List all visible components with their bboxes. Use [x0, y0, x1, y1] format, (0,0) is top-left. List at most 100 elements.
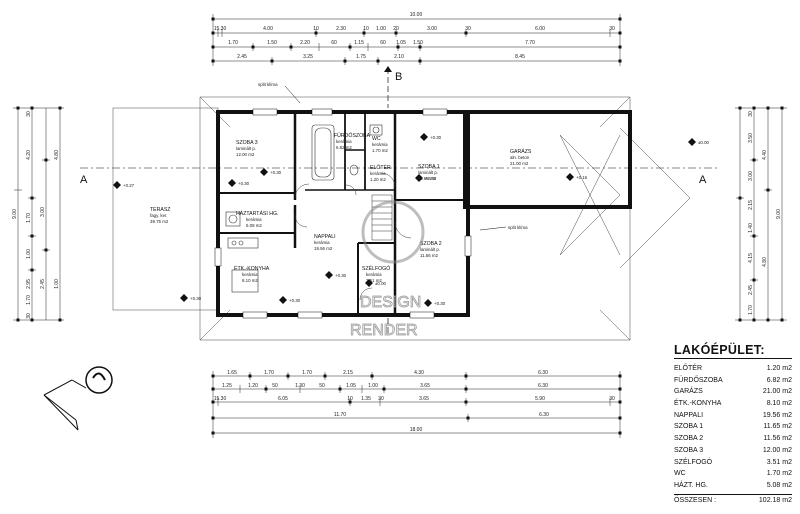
room-szoba-1: SZOBA 1 laminált p. 11.65 m2 — [418, 164, 440, 181]
legend-label: ELŐTÉR — [674, 365, 703, 372]
legend-total-value: 102.18 m2 — [758, 496, 792, 504]
room-name: ELŐTÉR — [370, 164, 391, 171]
stairs — [371, 194, 393, 241]
sink-icon — [369, 124, 383, 136]
dim-label: 2.45 — [748, 285, 754, 295]
room-name: HÁZTARTÁSI HG. — [236, 210, 278, 217]
room-floor: laminált p. — [420, 247, 440, 252]
kitchen-fixtures — [225, 211, 259, 293]
top-dimensions — [212, 14, 621, 66]
dim-label: 3.00 — [40, 207, 46, 217]
room-name: GARÁZS — [510, 148, 532, 155]
dim-label: 1.70 — [302, 370, 312, 376]
legend-value: 11.56 m2 — [763, 435, 792, 443]
room-etk-konyha: ÉTK.-KONYHA kerámia 8.10 m2 — [234, 265, 270, 283]
toilet-icon — [349, 164, 359, 176]
dim-label: 1.30 — [295, 383, 305, 389]
room-floor: kerámia — [372, 142, 388, 147]
level-label: +0.30 — [270, 170, 282, 175]
section-b-label: B — [395, 71, 402, 83]
legend-value: 12.00 m2 — [762, 446, 792, 454]
dim-bottom-row2: 1.25 1.20 50 1.30 50 1.05 1.00 3.65 6.30 — [222, 383, 548, 389]
dim-label: 1.20 — [248, 383, 258, 389]
dim-label: 1.00 — [368, 383, 378, 389]
room-name: SZOBA 1 — [418, 164, 440, 170]
dim-label: 4.80 — [762, 257, 768, 267]
room-floor: kerámia — [314, 240, 330, 245]
level-marker: +0.30 — [415, 174, 437, 182]
level-label: +0.16 — [576, 175, 588, 180]
dim-label: 30 — [378, 396, 384, 402]
room-floor: kerámia — [242, 272, 258, 277]
bathtub-icon — [311, 124, 335, 181]
roof-outline — [112, 96, 691, 341]
level-label: +0.30 — [190, 296, 202, 301]
top-dimension-ticks — [211, 17, 622, 63]
level-label: +0.27 — [123, 183, 135, 188]
level-marker: +0.30 — [424, 299, 446, 307]
dim-label: 1.25 — [222, 383, 232, 389]
dim-label: 1.35 — [361, 396, 371, 402]
legend-label: WC — [674, 470, 686, 478]
dim-top-overall: 10.00 — [410, 12, 423, 18]
dim-label: 4.30 — [414, 370, 424, 376]
dim-bottom-row3: 15.30 6.05 10 1.35 30 3.65 5.90 30 — [214, 396, 615, 402]
room-area: 1.70 m2 — [372, 148, 388, 153]
level-label: +0.30 — [289, 298, 301, 303]
right-dimension-labels: 30 3.50 3.00 4.40 2.15 1.40 4.15 4.80 2.… — [748, 111, 782, 315]
bathroom-fixtures — [311, 124, 383, 181]
room-area: 1.20 m2 — [370, 177, 386, 182]
dim-label: 2.95 — [26, 279, 32, 289]
legend-row: SZOBA 2 11.56 m2 — [674, 433, 792, 445]
room-name: NAPPALI — [314, 234, 336, 240]
room-name: ÉTK.-KONYHA — [234, 265, 270, 272]
legend-value: 6.82 m2 — [766, 376, 792, 384]
legend-value: 8.10 m2 — [766, 400, 792, 408]
dim-label: 11.70 — [334, 412, 346, 418]
room-floor: laminált p. — [236, 146, 256, 151]
dim-label: 10 — [313, 26, 319, 32]
dim-label: 1.70 — [228, 40, 238, 46]
room-area: 6.82 m2 — [336, 145, 352, 150]
dim-label: 30 — [465, 26, 471, 32]
dim-label: 3.00 — [427, 26, 437, 32]
left-dimensions — [13, 107, 64, 321]
dim-label: 4.40 — [762, 150, 768, 160]
room-eloter: ELŐTÉR kerámia 1.20 m2 — [370, 164, 391, 182]
dim-top-row1: 15.30 4.00 10 2.30 10 1.00 20 3.00 30 6.… — [214, 26, 615, 32]
room-area: 19.56 m2 — [314, 246, 333, 251]
legend-row: HÁZT. HG.5.08 m2 — [674, 480, 792, 492]
dim-label: 15.30 — [214, 26, 227, 32]
dim-label: 1.00 — [54, 279, 60, 289]
dim-bottom-overall: 18.00 — [410, 427, 423, 433]
dim-top-row2: 1.70 1.50 2.20 60 1.15 60 1.05 1.50 7.70 — [228, 40, 535, 46]
dim-label: 50 — [272, 383, 278, 389]
north-arrow-icon — [43, 366, 113, 431]
legend-label: SZOBA 2 — [674, 435, 704, 443]
dim-label: 4.00 — [263, 26, 273, 32]
dim-label: 30 — [26, 313, 32, 319]
level-marker: +0.30 — [180, 294, 202, 302]
level-marker: +0.30 — [260, 168, 282, 176]
level-markers: ±0.00 +0.30 +0.27 +0.30 +0.30 +0.30 ±0.0… — [113, 133, 710, 307]
walls — [216, 110, 632, 317]
watermark-line-1: DESIGN — [360, 294, 421, 311]
dim-label: 3.65 — [419, 396, 429, 402]
level-marker: +0.27 — [113, 181, 135, 189]
doors — [294, 172, 412, 301]
dim-label: 10 — [347, 396, 353, 402]
room-area: 11.56 m2 — [420, 253, 439, 258]
dim-label: 3.65 — [420, 383, 430, 389]
dim-label: 2.20 — [300, 40, 310, 46]
dim-bottom-row1: 1.65 1.70 1.70 2.15 4.30 6.30 — [227, 370, 548, 376]
dim-label: 6.30 — [538, 383, 548, 389]
legend-value: 1.20 m2 — [766, 365, 792, 372]
left-dimension-ticks — [16, 106, 62, 322]
right-dimensions — [735, 107, 787, 321]
legend-label: NAPPALI — [674, 411, 704, 419]
legend-label: ÉTK.-KONYHA — [674, 400, 722, 408]
legend-label: HÁZT. HG. — [674, 481, 708, 489]
legend-value: 1.70 m2 — [766, 470, 792, 478]
room-furdoszoba: FÜRDŐSZOBA kerámia 6.82 m2 — [334, 132, 371, 150]
